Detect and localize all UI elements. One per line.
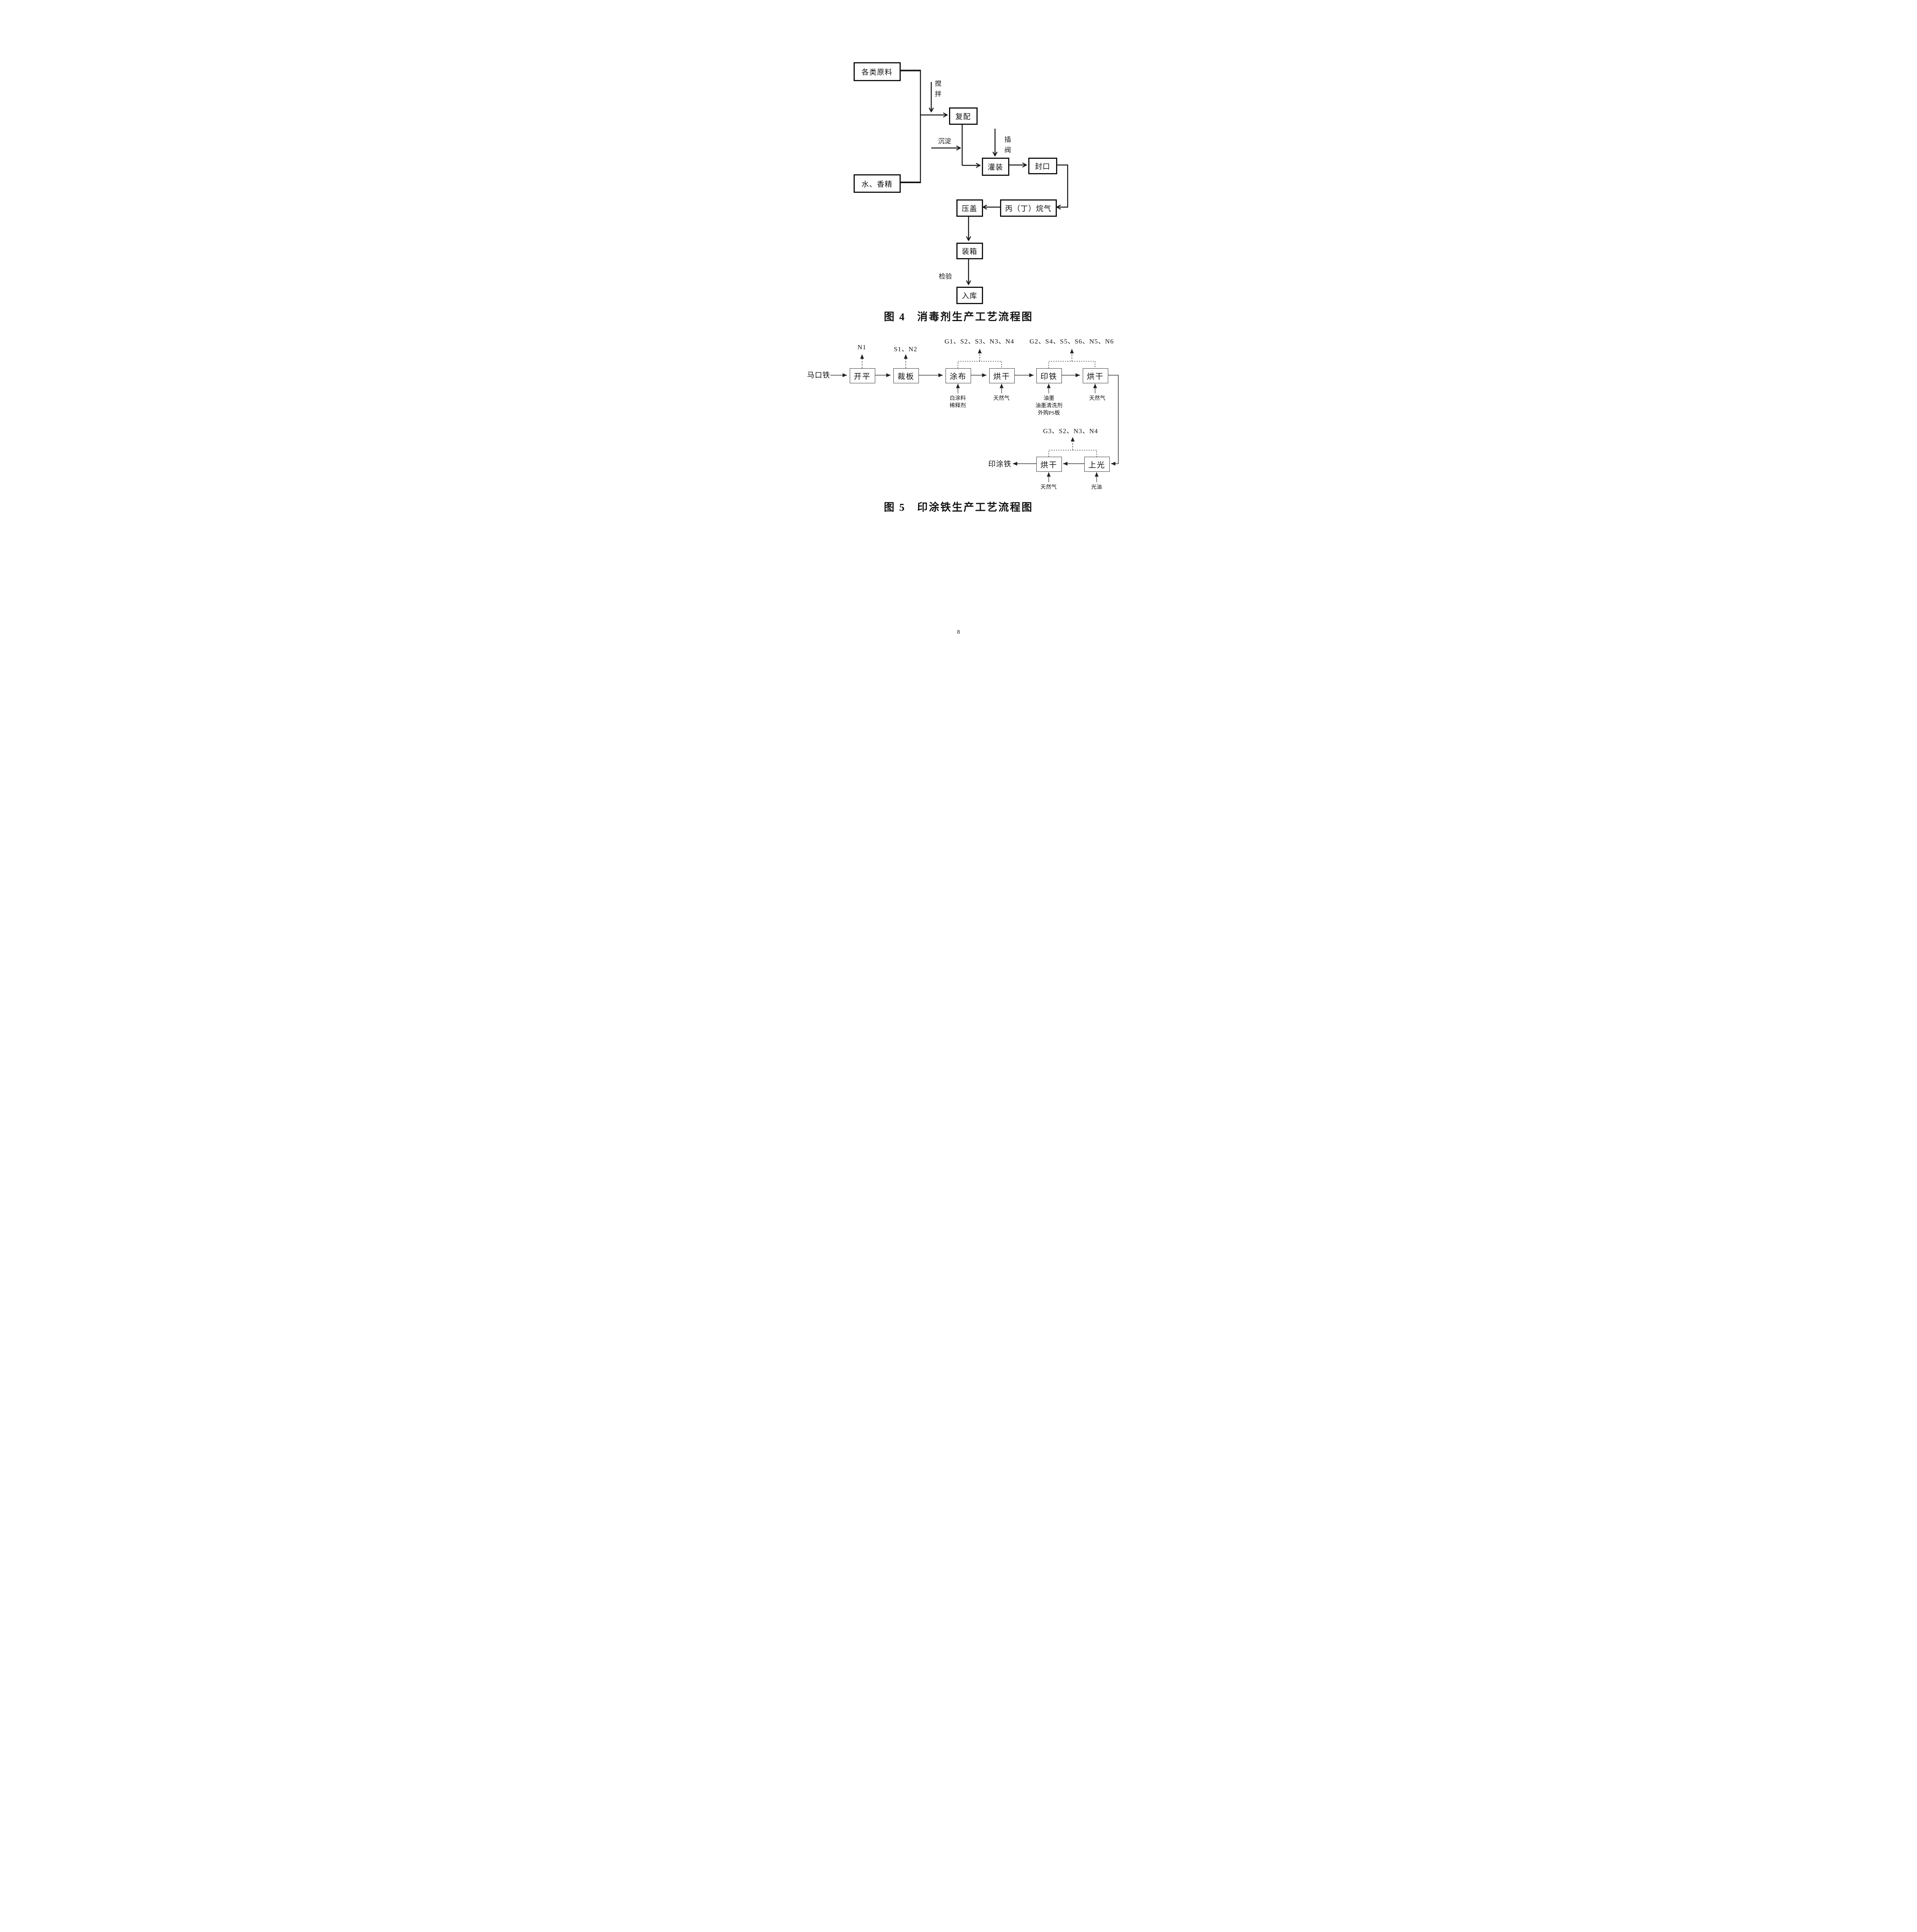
feed-label-ink-group: 油墨 油墨清洗剂 外购PS板 <box>1030 395 1068 417</box>
box-drying-2-label: 烘干 <box>1087 372 1104 381</box>
label-inspection: 检验 <box>939 273 952 280</box>
feed-white-coating-line1: 白涂料 <box>949 396 966 401</box>
label-stirring: 搅拌 <box>935 80 942 98</box>
label-valve-inserting: 插阀 <box>1004 136 1011 154</box>
emission-label-g1-group: G1、S2、S3、N3、N4 <box>944 338 1014 345</box>
box-propane-butane-gas: 丙（丁）烷气 <box>1000 199 1057 217</box>
feed-label-varnish: 光油 <box>1091 485 1102 490</box>
box-flattening: 开平 <box>849 368 875 383</box>
fig5-g2-bracket <box>1048 361 1095 368</box>
box-water-essence-label: 水、香精 <box>861 180 893 189</box>
box-compounding: 复配 <box>949 107 978 125</box>
feed-label-white-coating: 白涂料 稀释剂 <box>944 395 972 410</box>
box-filling: 灌装 <box>981 158 1009 176</box>
box-sealing: 封口 <box>1028 158 1057 174</box>
box-warehousing: 入库 <box>956 287 983 304</box>
box-coating: 涂布 <box>945 368 971 383</box>
fig5-g1-bracket <box>957 361 1002 368</box>
fig5-drying2-to-glazing <box>1107 375 1119 466</box>
box-sheet-cutting: 裁板 <box>893 368 919 383</box>
box-packing: 装箱 <box>956 243 983 259</box>
box-propane-butane-gas-label: 丙（丁）烷气 <box>1005 205 1051 213</box>
fig5-output-label: 印涂铁 <box>988 460 1012 468</box>
box-drying-1: 烘干 <box>989 368 1015 383</box>
feed-label-natural-gas-2: 天然气 <box>1089 396 1106 401</box>
box-glazing: 上光 <box>1084 457 1110 472</box>
fig5-input-label: 马口铁 <box>807 371 830 379</box>
box-raw-materials: 各类原料 <box>853 62 901 81</box>
box-capping: 压盖 <box>956 199 983 217</box>
emission-label-g2-group: G2、S4、S5、S6、N5、N6 <box>1029 338 1114 345</box>
emission-label-n1: N1 <box>857 344 866 351</box>
fig4-sealing-to-gas <box>1055 164 1068 207</box>
box-water-essence: 水、香精 <box>853 174 901 193</box>
page-number: 8 <box>957 629 960 635</box>
box-flattening-label: 开平 <box>854 372 871 381</box>
box-packing-label: 装箱 <box>961 248 977 256</box>
figure4-caption: 图 4 消毒剂生产工艺流程图 <box>884 311 1033 323</box>
box-iron-printing: 印铁 <box>1036 368 1062 383</box>
feed-ink-line3: 外购PS板 <box>1038 410 1060 416</box>
box-raw-materials-label: 各类原料 <box>861 68 893 77</box>
feed-ink-line2: 油墨清洗剂 <box>1035 403 1063 409</box>
box-drying-3: 烘干 <box>1036 457 1062 472</box>
feed-label-natural-gas-3: 天然气 <box>1040 485 1057 490</box>
box-capping-label: 压盖 <box>961 205 977 213</box>
flowchart-connectors <box>830 70 1119 482</box>
box-coating-label: 涂布 <box>949 372 967 381</box>
box-drying-2: 烘干 <box>1082 368 1108 383</box>
fig5-g3-bracket <box>1048 450 1097 457</box>
box-warehousing-label: 入库 <box>961 292 977 300</box>
emission-label-s1-n2: S1、N2 <box>894 345 917 353</box>
figure5-caption: 图 5 印涂铁生产工艺流程图 <box>884 502 1033 513</box>
box-drying-1-label: 烘干 <box>993 372 1010 381</box>
feed-label-natural-gas-1: 天然气 <box>993 396 1010 401</box>
box-drying-3-label: 烘干 <box>1040 461 1058 469</box>
label-settling: 沉淀 <box>938 138 951 145</box>
box-sealing-label: 封口 <box>1034 163 1050 171</box>
box-filling-label: 灌装 <box>987 163 1003 172</box>
feed-ink-line1: 油墨 <box>1043 396 1055 401</box>
box-glazing-label: 上光 <box>1088 461 1106 469</box>
document-page: 各类原料 水、香精 复配 灌装 封口 压盖 丙（丁）烷气 装箱 入库 搅拌 沉淀… <box>719 0 1198 678</box>
box-sheet-cutting-label: 裁板 <box>897 372 915 381</box>
box-iron-printing-label: 印铁 <box>1040 372 1058 381</box>
emission-label-g3-group: G3、S2、N3、N4 <box>1043 427 1098 435</box>
feed-white-coating-line2: 稀释剂 <box>949 403 966 409</box>
box-compounding-label: 复配 <box>955 113 971 121</box>
